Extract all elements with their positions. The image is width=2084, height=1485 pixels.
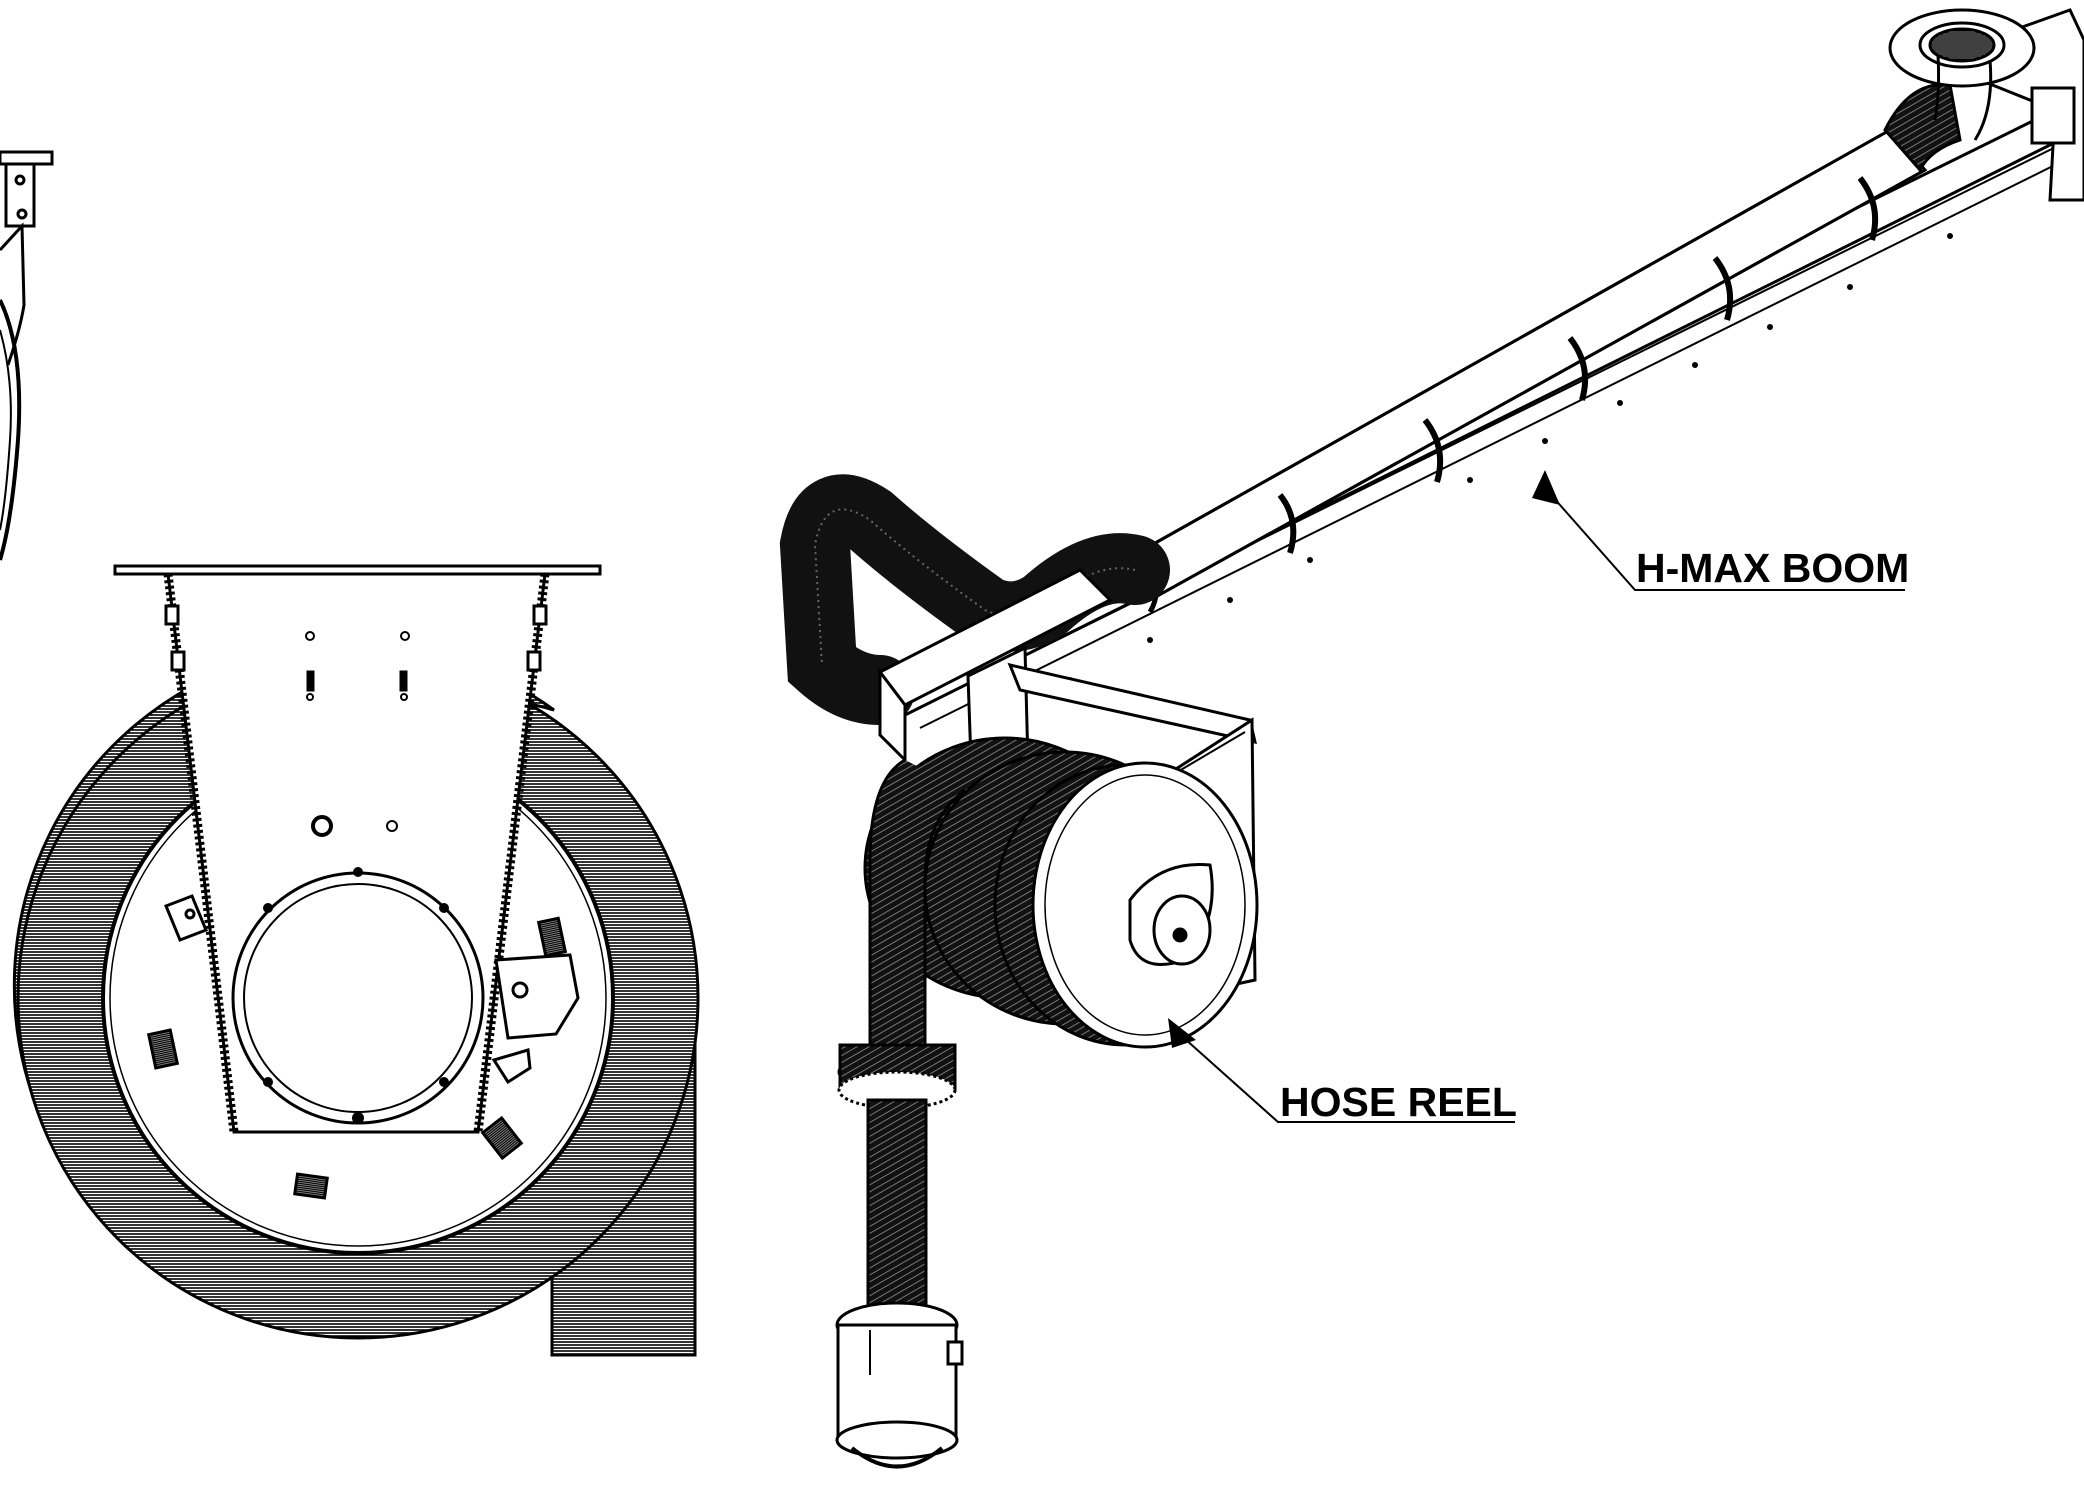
reel-arrowhead <box>1168 1018 1196 1048</box>
partial-side-view <box>0 150 54 561</box>
boom-arrowhead <box>1532 470 1560 505</box>
hose-reel-label: HOSE REEL <box>1280 1079 1517 1125</box>
boom-duct <box>1122 128 1928 614</box>
h-max-boom-label: H-MAX BOOM <box>1636 545 1909 591</box>
boom-leader <box>1544 487 1905 591</box>
pivot-mount <box>1883 8 2084 202</box>
callout-leaders <box>1168 470 1905 1123</box>
isometric-view <box>779 8 2084 1469</box>
reel-leader <box>1174 1029 1515 1123</box>
front-view <box>0 150 700 1357</box>
hose-reel <box>863 736 1259 1049</box>
drop-hose <box>835 758 966 1469</box>
